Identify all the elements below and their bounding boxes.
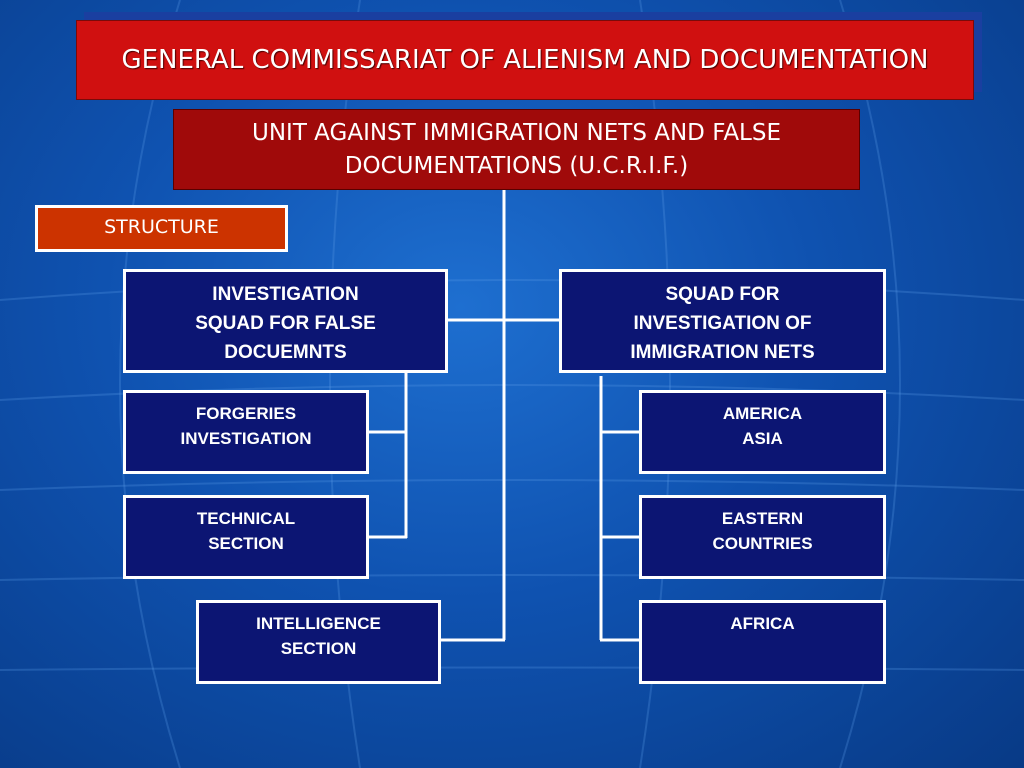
investigation-false-documents-node: INVESTIGATION SQUAD FOR FALSE DOCUEMNTS [123, 269, 448, 373]
eastern-countries-node: EASTERN COUNTRIES [639, 495, 886, 579]
structure-label-box: STRUCTURE [35, 205, 288, 252]
structure-label: STRUCTURE [104, 216, 219, 238]
unit-box: UNIT AGAINST IMMIGRATION NETS AND FALSE … [173, 109, 860, 190]
immigration-nets-squad-node: SQUAD FOR INVESTIGATION OF IMMIGRATION N… [559, 269, 886, 373]
intelligence-section-node: INTELLIGENCE SECTION [196, 600, 441, 684]
eastern-countries-label: EASTERN COUNTRIES [712, 509, 813, 553]
immigration-nets-squad-label: SQUAD FOR INVESTIGATION OF IMMIGRATION N… [630, 284, 815, 363]
investigation-false-documents-label: INVESTIGATION SQUAD FOR FALSE DOCUEMNTS [195, 284, 376, 363]
forgeries-investigation-node: FORGERIES INVESTIGATION [123, 390, 369, 474]
africa-label: AFRICA [730, 614, 795, 633]
intelligence-section-label: INTELLIGENCE SECTION [256, 614, 381, 658]
forgeries-investigation-label: FORGERIES INVESTIGATION [180, 404, 312, 448]
africa-node: AFRICA [639, 600, 886, 684]
america-asia-node: AMERICA ASIA [639, 390, 886, 474]
commissariat-title-text: GENERAL COMMISSARIAT OF ALIENISM AND DOC… [121, 45, 929, 75]
technical-section-label: TECHNICAL SECTION [196, 509, 296, 553]
unit-text: UNIT AGAINST IMMIGRATION NETS AND FALSE … [252, 119, 781, 179]
commissariat-title: GENERAL COMMISSARIAT OF ALIENISM AND DOC… [76, 20, 974, 100]
america-asia-label: AMERICA ASIA [722, 404, 803, 448]
technical-section-node: TECHNICAL SECTION [123, 495, 369, 579]
